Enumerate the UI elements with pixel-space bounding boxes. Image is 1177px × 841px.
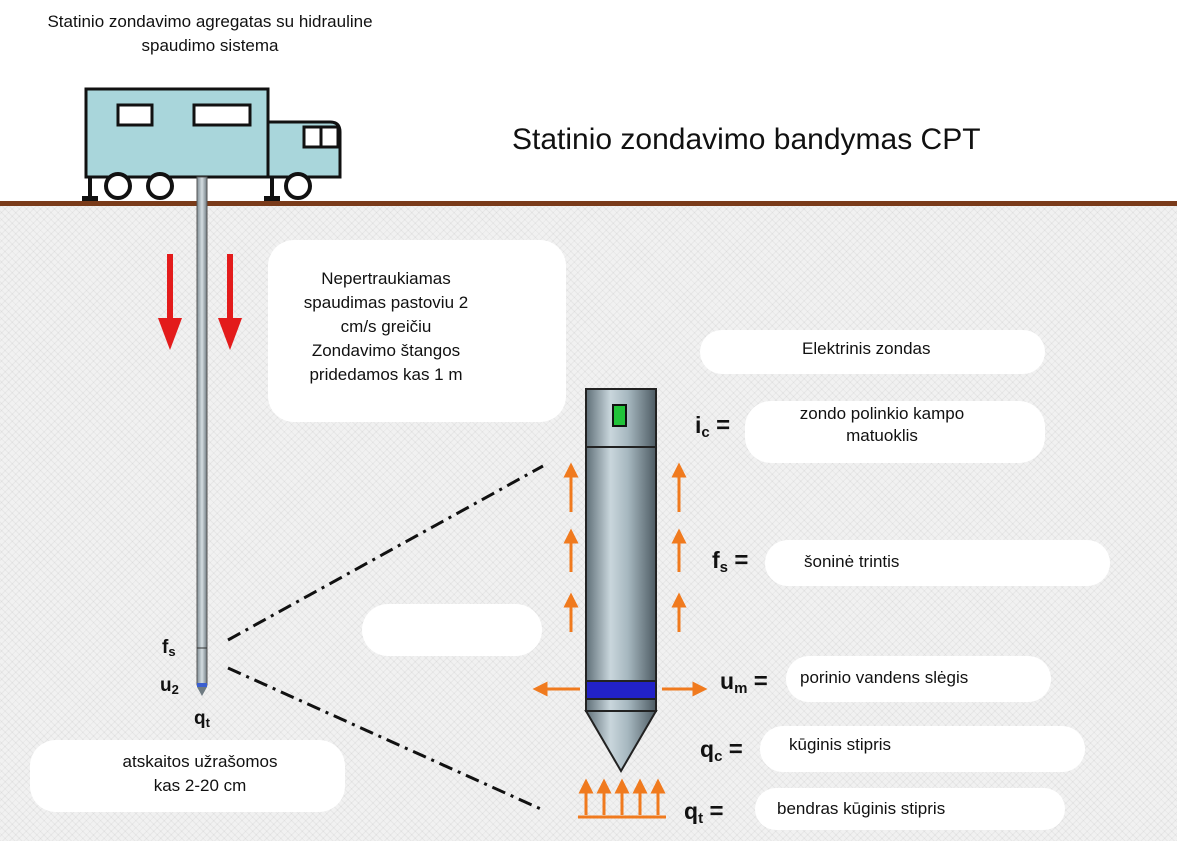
main-title: Statinio zondavimo bandymas CPT [512,123,981,156]
electric-probe [584,388,658,773]
push-arrows [158,254,242,350]
qt-desc-cloud [755,788,1065,830]
symbol-um: um = [720,668,768,697]
push-rod [196,176,208,686]
push-note-line3: cm/s greičiu [340,317,432,336]
rod-label-qt: qt [194,708,210,730]
blank-cloud [362,604,542,656]
probe-title: Elektrinis zondas [802,339,931,358]
unit-caption-line2: spaudimo sistema [141,36,279,55]
symbol-ic: ic = [695,412,731,441]
fs-description: šoninė trintis [804,552,900,571]
readings-note-line1: atskaitos užrašomos [122,752,278,771]
rod-label-fs: fs [162,637,176,659]
push-note-cloud [268,240,566,422]
unit-caption-line1: Statinio zondavimo agregatas su hidrauli… [47,12,373,31]
push-note-line5: pridedamos kas 1 m [309,365,463,384]
projection-lines [227,464,544,812]
qc-desc-cloud [760,726,1085,772]
ic-desc-line2: matuoklis [846,426,918,445]
rod-label-u2: u2 [160,675,179,697]
unit-caption: Statinio zondavimo agregatas su hidrauli… [0,10,420,58]
symbol-qt: qt = [684,798,724,827]
symbol-qc: qc = [700,736,743,765]
cpt-truck [82,87,342,201]
qc-description: kūginis stipris [789,735,892,754]
push-note-line1: Nepertraukiamas [321,269,451,288]
ic-desc-line1: zondo polinkio kampo [799,404,965,423]
fs-desc-cloud [765,540,1110,586]
friction-arrows [563,462,687,632]
tip-resistance-arrows [578,778,666,819]
ic-desc-cloud [745,401,1045,463]
qt-description: bendras kūginis stipris [777,799,946,818]
push-note-line2: spaudimas pastoviu 2 [303,293,469,312]
ground-line [0,201,1177,206]
symbol-fs: fs = [712,547,749,576]
um-desc-cloud [786,656,1051,702]
ic-description: zondo polinkio kampo matuoklis [752,403,1012,447]
probe-title-cloud [700,330,1045,374]
readings-note-cloud [30,740,345,812]
readings-note-line2: kas 2-20 cm [153,776,247,795]
push-note-line4: Zondavimo štangos [311,341,461,360]
um-description: porinio vandens slėgis [800,668,969,687]
readings-note: atskaitos užrašomos kas 2-20 cm [112,750,288,798]
push-note: Nepertraukiamas spaudimas pastoviu 2 cm/… [276,267,496,387]
